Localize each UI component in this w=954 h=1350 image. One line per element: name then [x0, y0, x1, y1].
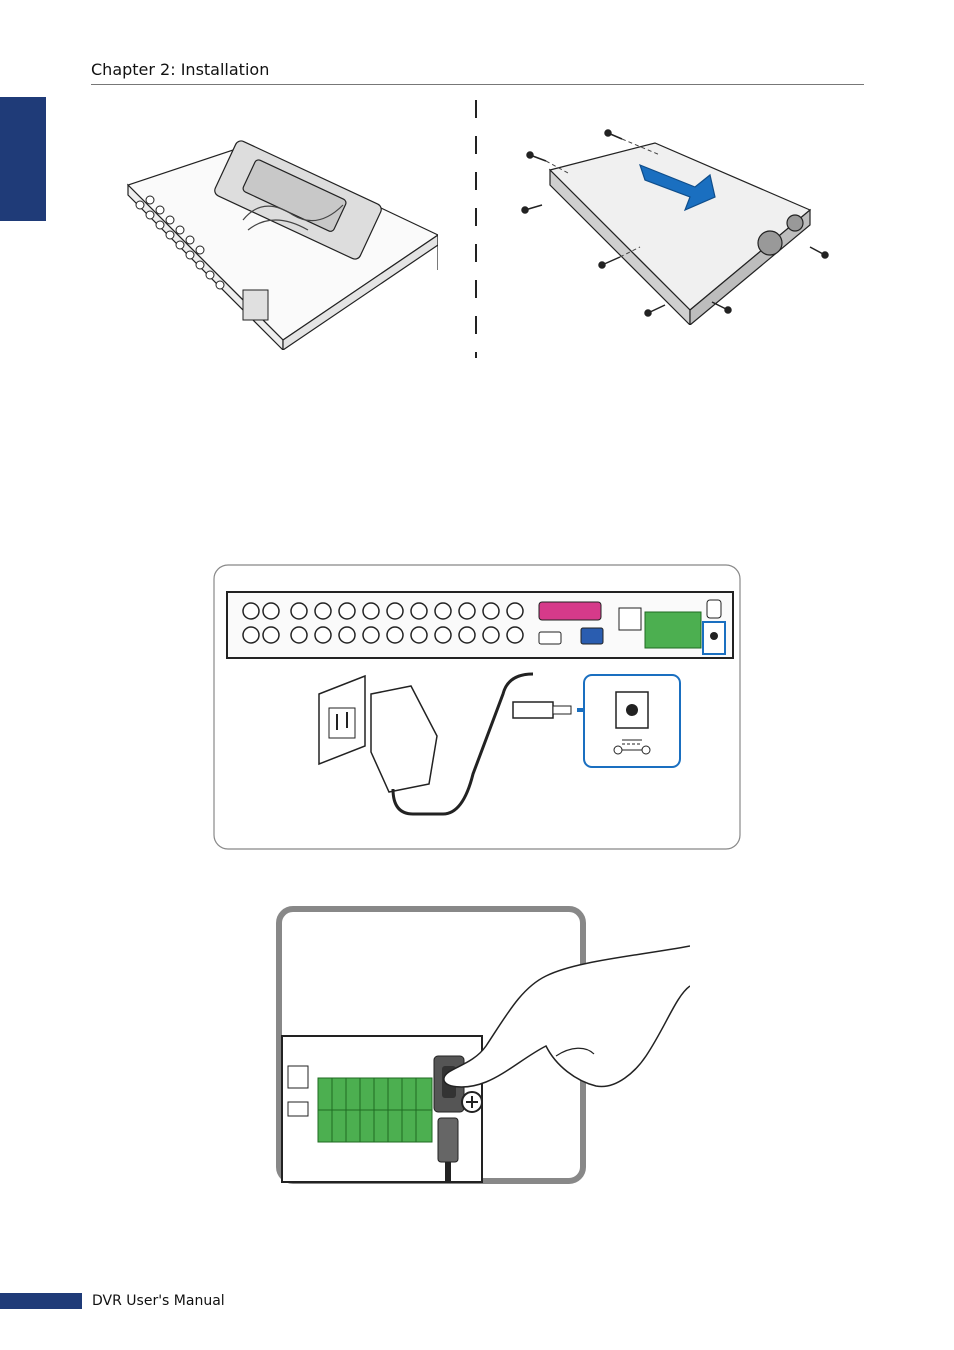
dvr-power-adapter-illustration — [213, 564, 741, 850]
header-divider — [91, 84, 864, 85]
dvr-open-chassis-illustration — [118, 140, 438, 350]
chapter-side-tab — [0, 97, 46, 221]
footer-accent-bar — [0, 1293, 82, 1309]
dvr-cover-screws-illustration — [520, 125, 840, 325]
figure-divider — [473, 100, 479, 360]
chapter-title: Chapter 2: Installation — [91, 60, 269, 79]
manual-title: DVR User's Manual — [92, 1293, 225, 1309]
dvr-power-switch-illustration — [276, 906, 690, 1184]
